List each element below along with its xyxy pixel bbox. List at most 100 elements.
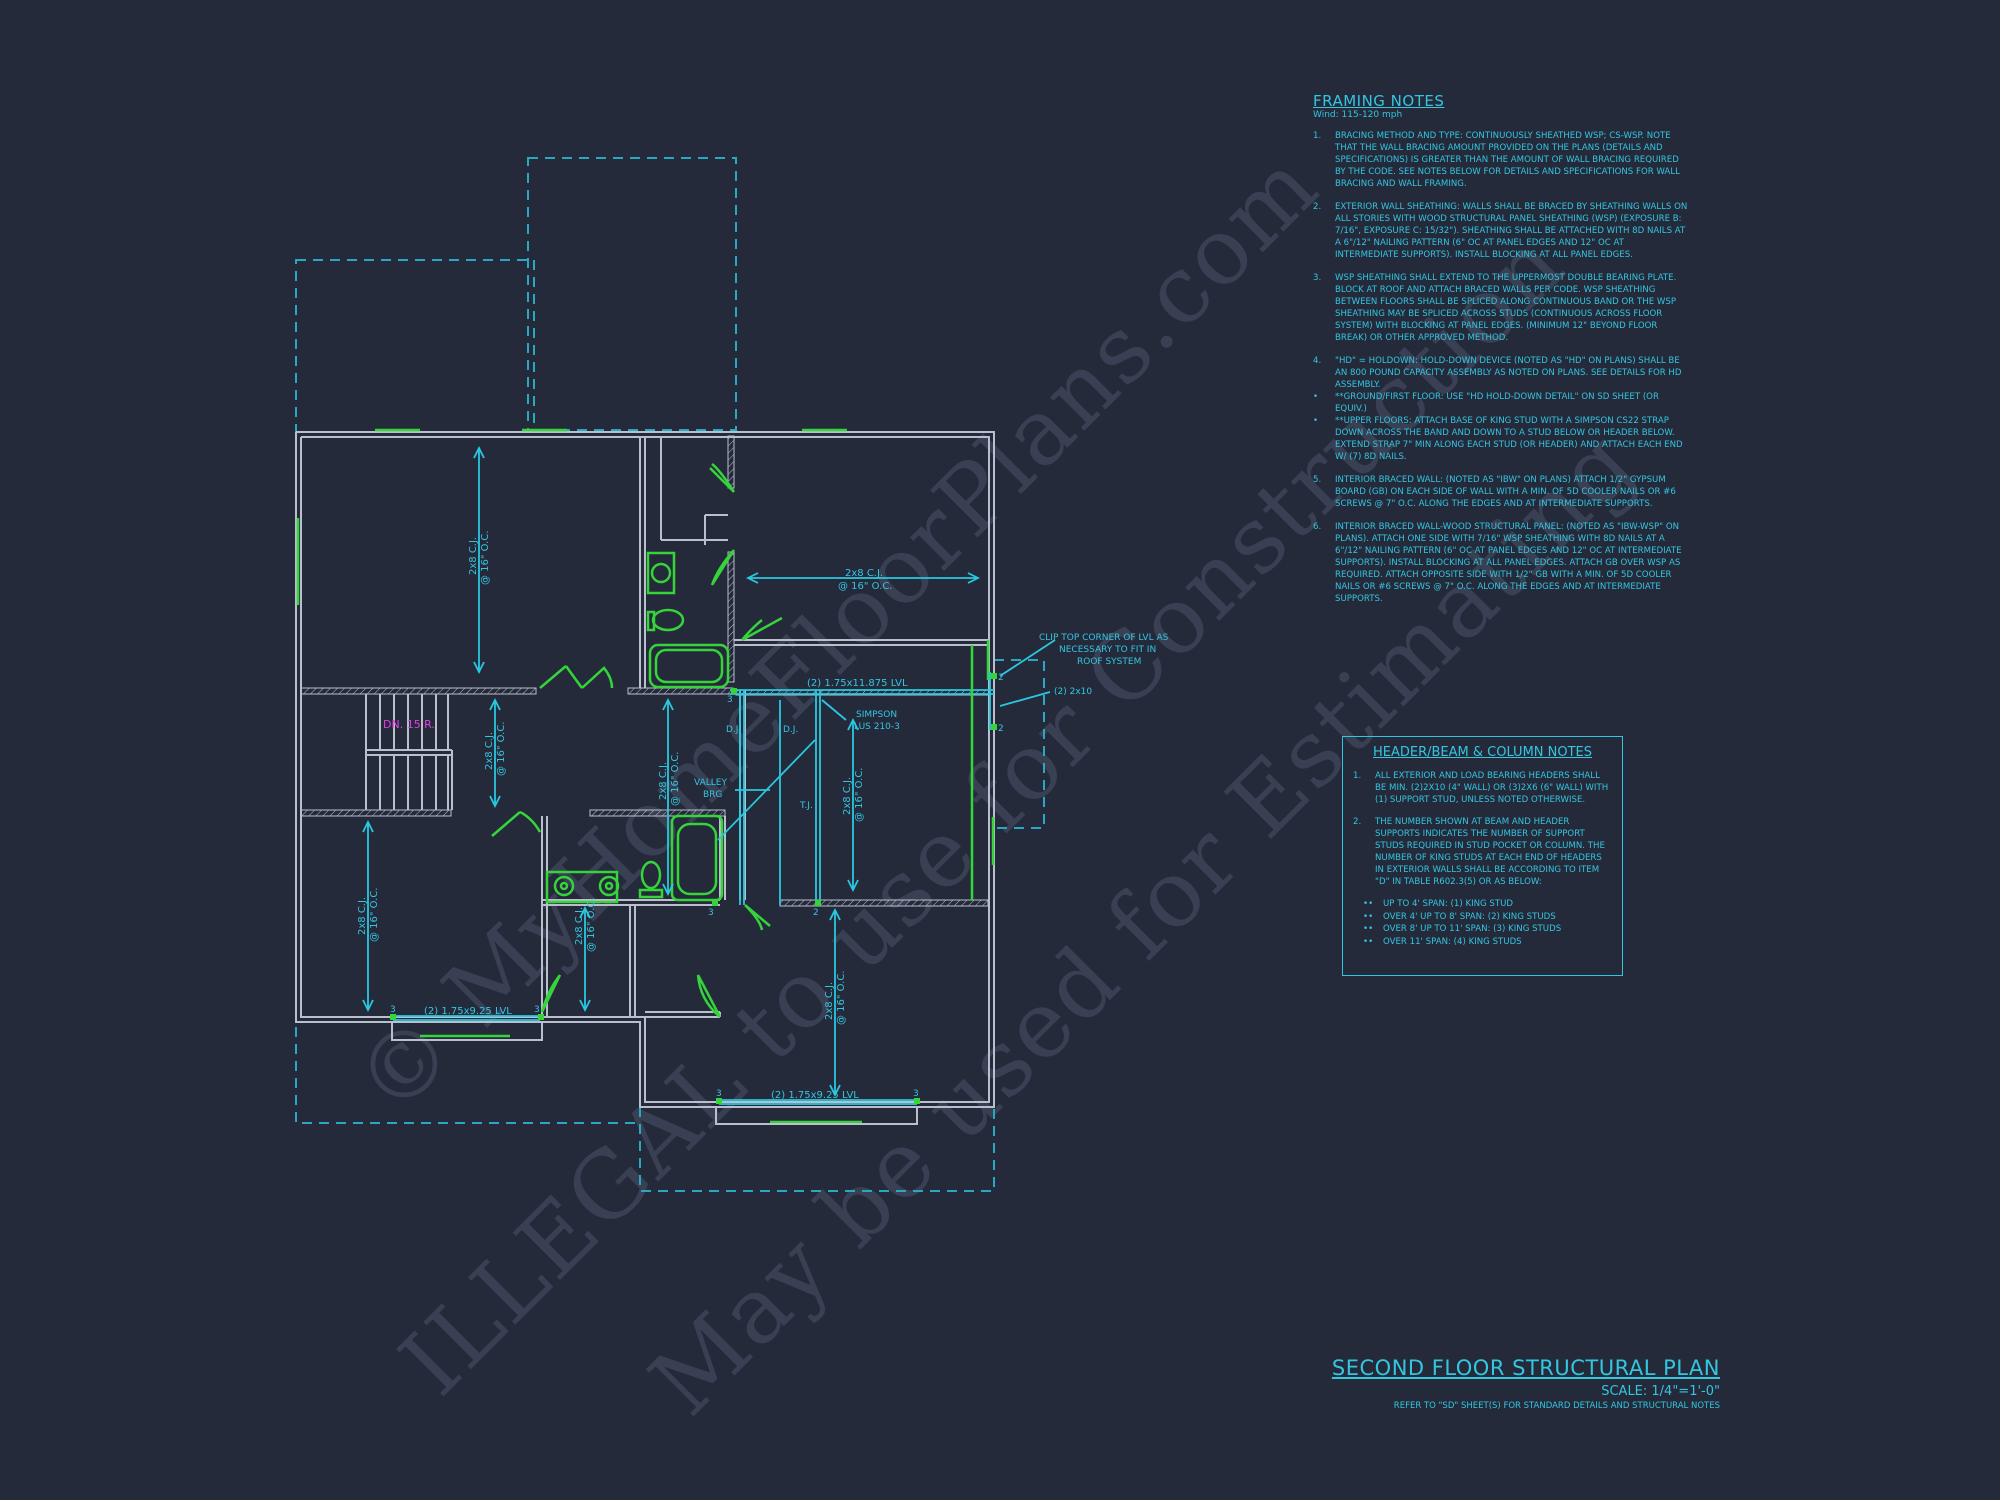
cj-label-bath2: 2x8 C.J. [574,907,585,945]
stud-count: 2 [998,724,1004,734]
cj-label-stair: 2x8 C.J. [484,732,495,770]
interior-walls [300,435,990,1018]
cj-oc-left-upper: @ 16" O.C. [480,531,491,586]
bullet: •• [1363,911,1374,922]
stud-count: 3 [727,695,733,705]
framing-note-item: 2.EXTERIOR WALL SHEATHING: WALLS SHALL B… [1313,201,1688,261]
title-block: SECOND FLOOR STRUCTURAL PLAN SCALE: 1/4"… [1300,1356,1720,1411]
framing-note-item: 4. "HD" = HOLDOWN: HOLD-DOWN DEVICE (NOTE… [1313,355,1688,391]
plumbing-fixtures [545,551,730,904]
cj-oc-right-lower: @ 16" O.C. [836,971,847,1026]
stud-count: 2 [998,673,1004,683]
king-stud-span-item: ••UP TO 4' SPAN: (1) KING STUD [1353,898,1612,911]
framing-note-number: 4. [1313,356,1322,366]
plan-labels: 2x8 C.J. @ 16" O.C. 2x8 C.J. @ 16" O.C. … [357,531,1169,1102]
header-note-text: ALL EXTERIOR AND LOAD BEARING HEADERS SH… [1375,771,1609,805]
framing-notes-list: 1. BRACING METHOD AND TYPE: CONTINUOUSLY … [1313,130,1688,605]
cj-oc-left-lower: @ 16" O.C. [369,888,380,943]
cj-oc-bath2: @ 16" O.C. [586,898,597,953]
framing-note-text: BRACING METHOD AND TYPE: CONTINUOUSLY SH… [1335,131,1680,189]
doors [491,463,990,1018]
sheet-reference-note: REFER TO "SD" SHEET(S) FOR STANDARD DETA… [1393,1401,1720,1411]
stud-count: 3 [913,1089,919,1099]
bullet: •• [1363,924,1374,934]
cj-label-right-lower: 2x8 C.J. [824,982,835,1020]
framing-note-number: 2. [1313,202,1322,212]
valley-label-2: BRG [703,790,722,800]
lvl-bottom-label: (2) 1.75x9.25 LVL [771,1090,859,1101]
header-note-text: THE NUMBER SHOWN AT BEAM AND HEADER SUPP… [1375,817,1605,887]
joist-span-arrows [362,445,1056,1098]
framing-notes: FRAMING NOTES Wind: 115-120 mph 1. BRACIN… [1313,92,1688,616]
exterior-walls [295,431,995,1108]
header-notes-spans: ••UP TO 4' SPAN: (1) KING STUD••OVER 4' … [1353,898,1612,948]
framing-note-text: WSP SHEATHING SHALL EXTEND TO THE UPPERM… [1335,273,1677,343]
framing-note-number: 1. [1313,131,1322,141]
framing-note-number: 6. [1313,522,1322,532]
simpson-label-2: LUS 210-3 [854,722,900,732]
header-note-item: 2. THE NUMBER SHOWN AT BEAM AND HEADER SU… [1353,816,1612,888]
header-2x10-label: (2) 2x10 [1054,687,1092,697]
cj-oc-right-upper: @ 16" O.C. [838,581,893,592]
framing-notes-wind: Wind: 115-120 mph [1313,110,1403,120]
cj-oc-hall: @ 16" O.C. [670,752,681,807]
dj-label-2: D.J. [783,725,798,735]
dj-label-1: D.J. [726,725,741,735]
framing-notes-title: FRAMING NOTES [1313,92,1445,110]
cj-oc-mid: @ 16" O.C. [854,768,865,823]
header-note-number: 2. [1353,817,1362,827]
valley-label-1: VALLEY [694,778,727,788]
framing-note-text: **GROUND/FIRST FLOOR: USE "HD HOLD-DOWN … [1335,392,1659,414]
stud-count: 3 [716,1089,722,1099]
lvl-left-label: (2) 1.75x9.25 LVL [424,1006,512,1017]
framing-note-number: • [1313,416,1319,426]
sheet-title: SECOND FLOOR STRUCTURAL PLAN [1331,1356,1720,1380]
clip-note-1: CLIP TOP CORNER OF LVL AS [1039,633,1169,643]
stair-label: DN. 15 R. [383,718,435,731]
cj-label-mid: 2x8 C.J. [842,777,853,815]
framing-note-item: • **GROUND/FIRST FLOOR: USE "HD HOLD-DOWN… [1313,391,1688,415]
stud-count: 3 [390,1005,396,1015]
framing-note-number: 5. [1313,475,1322,485]
king-stud-span-item: •• OVER 8' UP TO 11' SPAN: (3) KING STUDS [1353,923,1612,936]
framing-note-text: INTERIOR BRACED WALL-WOOD STRUCTURAL PAN… [1335,522,1682,604]
framing-note-number: 3. [1313,273,1322,283]
bullet: •• [1363,899,1374,909]
tj-label: T.J. [799,801,813,811]
simpson-label-1: SIMPSON [856,710,897,720]
stud-count: 3 [708,908,714,918]
header-beam-column-notes: HEADER/BEAM & COLUMN NOTES 1. ALL EXTERIO… [1342,736,1623,976]
cj-label-left-upper: 2x8 C.J. [468,537,479,575]
clip-note-3: ROOF SYSTEM [1077,657,1141,667]
header-notes-title: HEADER/BEAM & COLUMN NOTES [1372,745,1593,760]
stair [365,694,453,810]
king-stud-span-text: OVER 8' UP TO 11' SPAN: (3) KING STUDS [1383,924,1562,934]
header-note-number: 1. [1353,771,1362,781]
bullet: •• [1363,936,1374,947]
framing-note-number: • [1313,392,1319,402]
framing-note-item: 6. INTERIOR BRACED WALL-WOOD STRUCTURAL P… [1313,521,1688,605]
framing-note-item: 1. BRACING METHOD AND TYPE: CONTINUOUSLY … [1313,130,1688,190]
windows [296,428,995,1125]
king-stud-span-item: •• OVER 11' SPAN: (4) KING STUDS [1353,936,1612,949]
framing-note-item: 5. INTERIOR BRACED WALL: (NOTED AS "IBW" … [1313,474,1688,510]
cj-label-left-lower: 2x8 C.J. [357,897,368,935]
cj-label-right-upper: 2x8 C.J. [845,568,883,579]
king-stud-span-item: •• OVER 4' UP TO 8' SPAN: (2) KING STUDS [1353,911,1612,924]
stud-count: 2 [813,908,819,918]
cj-label-hall: 2x8 C.J. [658,762,669,800]
cj-oc-stair: @ 16" O.C. [496,722,507,777]
stud-markers [390,673,997,1104]
framing-note-item: 3. WSP SHEATHING SHALL EXTEND TO THE UPPE… [1313,272,1688,344]
lvl-top-label: (2) 1.75x11.875 LVL [807,678,908,689]
framing-note-text: "HD" = HOLDOWN: HOLD-DOWN DEVICE (NOTED … [1335,356,1682,390]
framing-note-text: **UPPER FLOORS: ATTACH BASE OF KING STUD… [1335,416,1683,462]
king-stud-span-text: OVER 11' SPAN: (4) KING STUDS [1383,936,1522,947]
header-notes-list: 1. ALL EXTERIOR AND LOAD BEARING HEADERS … [1353,770,1612,888]
stud-count: 3 [534,1005,540,1015]
beams-and-joists [393,645,994,1105]
sheet-scale: SCALE: 1/4"=1'-0" [1601,1384,1720,1399]
framing-note-text: INTERIOR BRACED WALL: (NOTED AS "IBW" ON… [1335,475,1676,509]
king-stud-span-text: OVER 4' UP TO 8' SPAN: (2) KING STUDS [1383,911,1556,922]
